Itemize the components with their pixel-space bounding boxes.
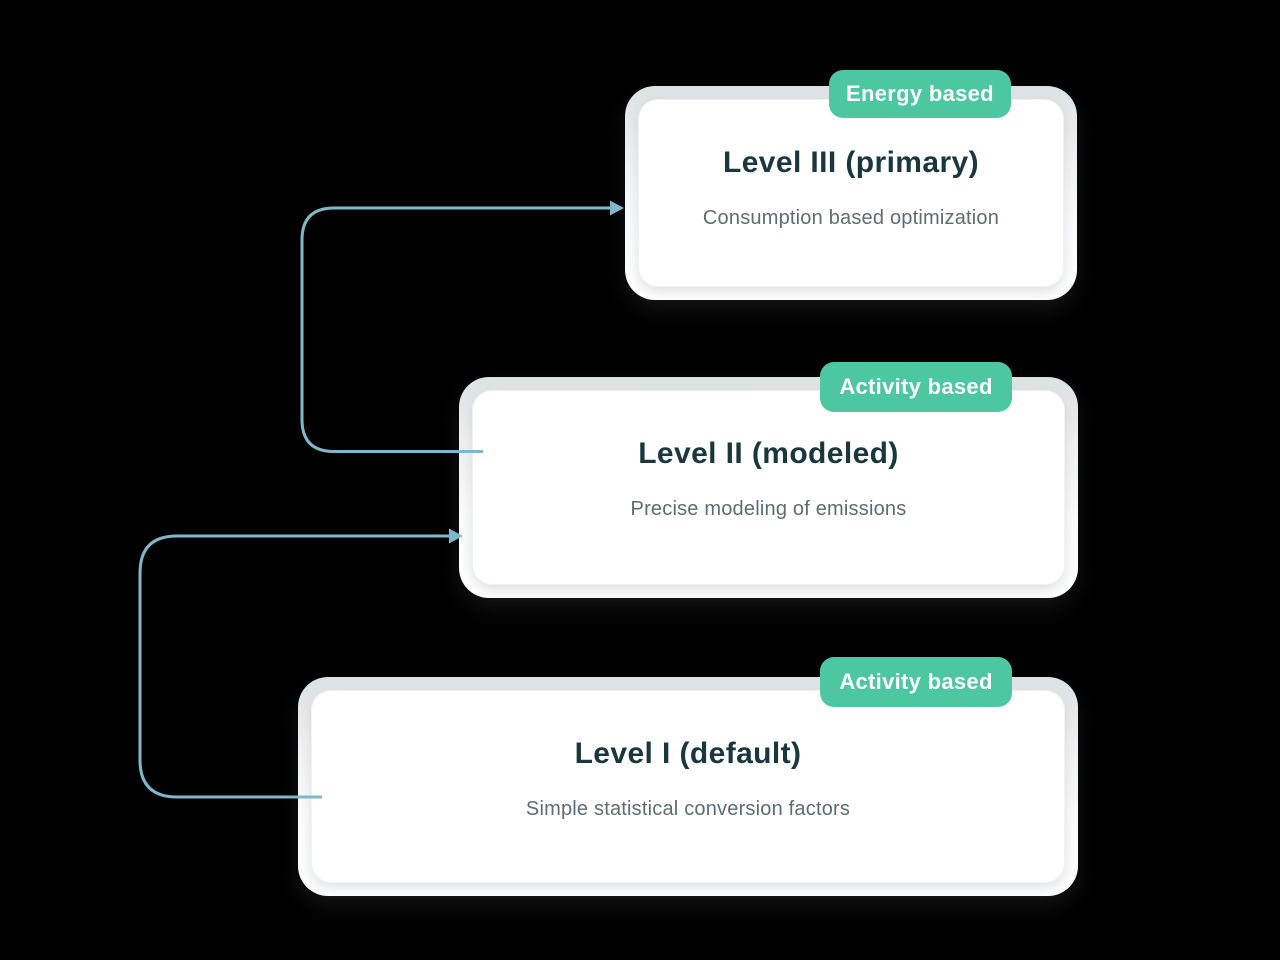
badge-energy-based: Energy based <box>829 70 1011 118</box>
card-title: Level I (default) <box>574 737 802 770</box>
card-level-i: Level I (default) Simple statistical con… <box>298 677 1078 896</box>
card-title: Level II (modeled) <box>638 437 899 470</box>
card-level-ii: Level II (modeled) Precise modeling of e… <box>459 377 1078 598</box>
card-subtitle: Simple statistical conversion factors <box>525 798 851 820</box>
badge-activity-based: Activity based <box>820 657 1012 707</box>
connector-arrowhead-level3 <box>610 200 624 216</box>
card-level-iii-body: Level III (primary) Consumption based op… <box>638 99 1064 287</box>
card-subtitle: Consumption based optimization <box>702 207 1000 229</box>
card-level-ii-body: Level II (modeled) Precise modeling of e… <box>472 390 1065 585</box>
card-subtitle: Precise modeling of emissions <box>630 498 907 520</box>
card-level-i-body: Level I (default) Simple statistical con… <box>311 690 1065 883</box>
card-level-iii: Level III (primary) Consumption based op… <box>625 86 1077 300</box>
badge-activity-based: Activity based <box>820 362 1012 412</box>
card-title: Level III (primary) <box>722 146 980 179</box>
